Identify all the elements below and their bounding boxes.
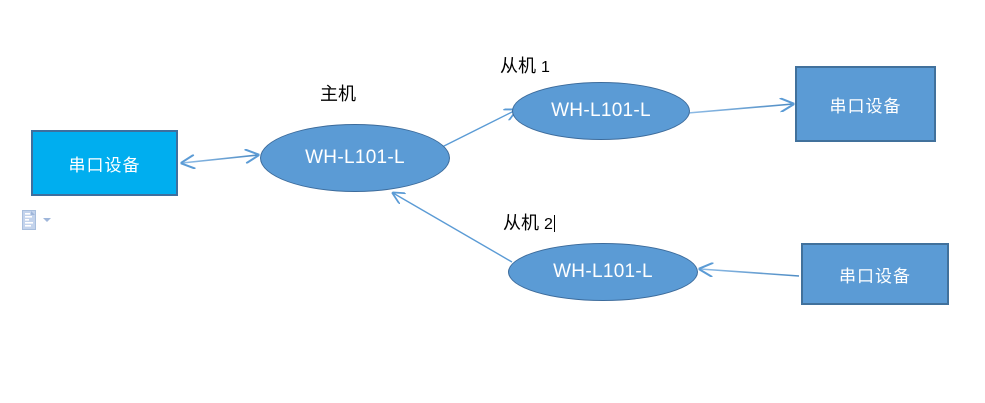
caption-slave1-text: 从机 (500, 56, 536, 76)
node-label: WH-L101-L (551, 100, 651, 121)
connector-left-device-master (182, 155, 258, 163)
caption-slave2-text: 从机 (503, 213, 539, 233)
connector-slave2-master (393, 193, 513, 263)
caption-master: 主机 (320, 85, 356, 103)
node-label: WH-L101-L (553, 261, 653, 282)
node-serial-device-left[interactable]: 串口设备 (31, 130, 178, 196)
caption-slave2-number: 2 (544, 216, 553, 233)
caption-slave1: 从机 1 (500, 57, 550, 76)
chevron-down-icon[interactable] (43, 218, 51, 222)
connector-slave1-device (687, 104, 793, 114)
node-serial-device-top-right[interactable]: 串口设备 (795, 66, 936, 142)
paste-options-control[interactable] (22, 210, 51, 230)
node-master-radio[interactable]: WH-L101-L (260, 124, 450, 192)
node-label: 串口设备 (839, 266, 911, 286)
paste-options-icon[interactable] (22, 210, 39, 230)
caption-master-text: 主机 (320, 84, 356, 104)
node-serial-device-bottom-right[interactable]: 串口设备 (801, 243, 949, 305)
node-label: WH-L101-L (305, 147, 405, 168)
caption-slave2: 从机 2 (503, 214, 555, 233)
node-label: 串口设备 (829, 96, 902, 116)
connector-master-slave1 (431, 110, 516, 153)
text-cursor (553, 215, 555, 232)
node-slave2-radio[interactable]: WH-L101-L (508, 243, 698, 301)
connector-device-slave2 (700, 269, 800, 276)
caption-slave1-number: 1 (541, 59, 550, 76)
node-label: 串口设备 (68, 155, 141, 175)
node-slave1-radio[interactable]: WH-L101-L (512, 82, 690, 140)
